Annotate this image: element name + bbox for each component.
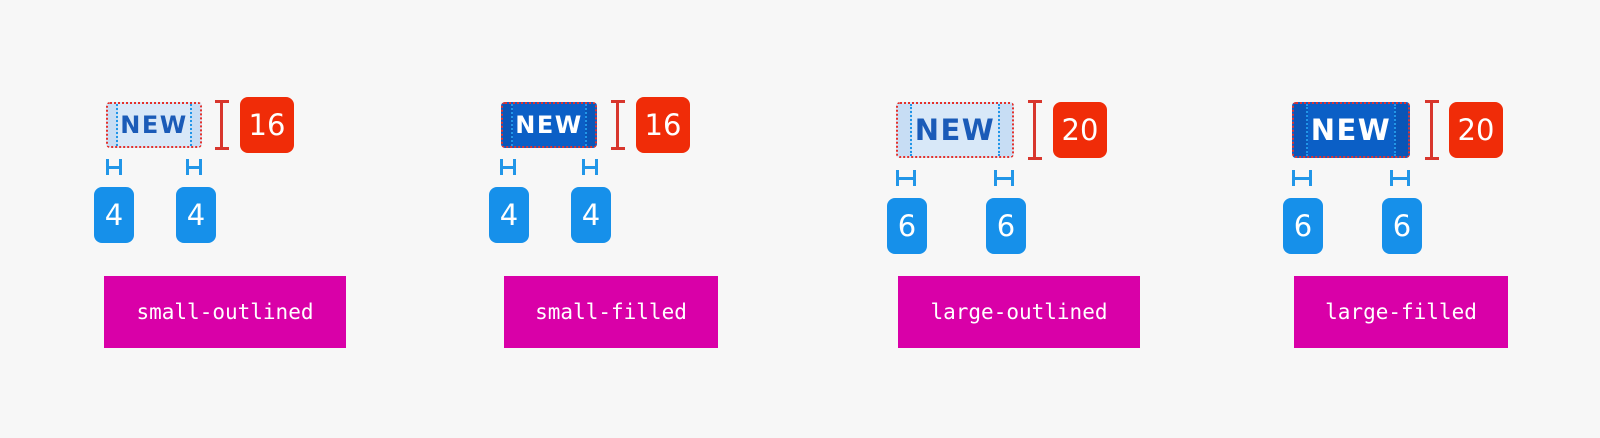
- variant-large-outlined: NEW 20 6 6 large-outlined: [800, 0, 1200, 438]
- padding-left-bracket: [106, 159, 122, 175]
- height-value-tag: 16: [240, 97, 294, 153]
- variant-label: small-outlined: [104, 276, 346, 348]
- padding-right-value-tag: 6: [986, 198, 1026, 254]
- padding-left-value-tag: 4: [94, 187, 134, 243]
- height-bracket: [212, 100, 229, 150]
- badge-small-filled: NEW: [501, 102, 597, 148]
- padding-right-region: [1394, 104, 1408, 156]
- variant-small-outlined: NEW 16 4 4 small-outlined: [0, 0, 400, 438]
- padding-left-region: [108, 104, 118, 146]
- badge-text: NEW: [120, 111, 188, 139]
- badge-text: NEW: [914, 113, 996, 147]
- height-value-tag: 20: [1053, 102, 1107, 158]
- badge-large-filled: NEW: [1292, 102, 1410, 158]
- padding-right-value-tag: 4: [176, 187, 216, 243]
- variant-label: large-filled: [1294, 276, 1508, 348]
- variant-label: small-filled: [504, 276, 718, 348]
- padding-left-value-tag: 4: [489, 187, 529, 243]
- padding-right-bracket: [1390, 170, 1410, 186]
- padding-right-bracket: [994, 170, 1014, 186]
- badge-text: NEW: [1310, 113, 1392, 147]
- badge-small-outlined: NEW: [106, 102, 202, 148]
- height-bracket: [1025, 100, 1042, 160]
- padding-right-region: [585, 104, 595, 146]
- height-bracket: [1422, 100, 1439, 160]
- padding-left-region: [503, 104, 513, 146]
- height-value-tag: 16: [636, 97, 690, 153]
- padding-right-region: [998, 104, 1012, 156]
- badge-large-outlined: NEW: [896, 102, 1014, 158]
- variant-label: large-outlined: [898, 276, 1140, 348]
- padding-left-bracket: [500, 159, 516, 175]
- padding-right-bracket: [582, 159, 598, 175]
- variant-small-filled: NEW 16 4 4 small-filled: [400, 0, 800, 438]
- padding-right-value-tag: 4: [571, 187, 611, 243]
- padding-left-region: [898, 104, 912, 156]
- padding-left-bracket: [896, 170, 916, 186]
- padding-left-bracket: [1292, 170, 1312, 186]
- height-value-tag: 20: [1449, 102, 1503, 158]
- padding-left-value-tag: 6: [887, 198, 927, 254]
- padding-left-region: [1294, 104, 1308, 156]
- padding-right-value-tag: 6: [1382, 198, 1422, 254]
- variant-large-filled: NEW 20 6 6 large-filled: [1200, 0, 1600, 438]
- padding-right-region: [190, 104, 200, 146]
- badge-text: NEW: [515, 111, 583, 139]
- padding-left-value-tag: 6: [1283, 198, 1323, 254]
- padding-right-bracket: [186, 159, 202, 175]
- height-bracket: [608, 100, 625, 150]
